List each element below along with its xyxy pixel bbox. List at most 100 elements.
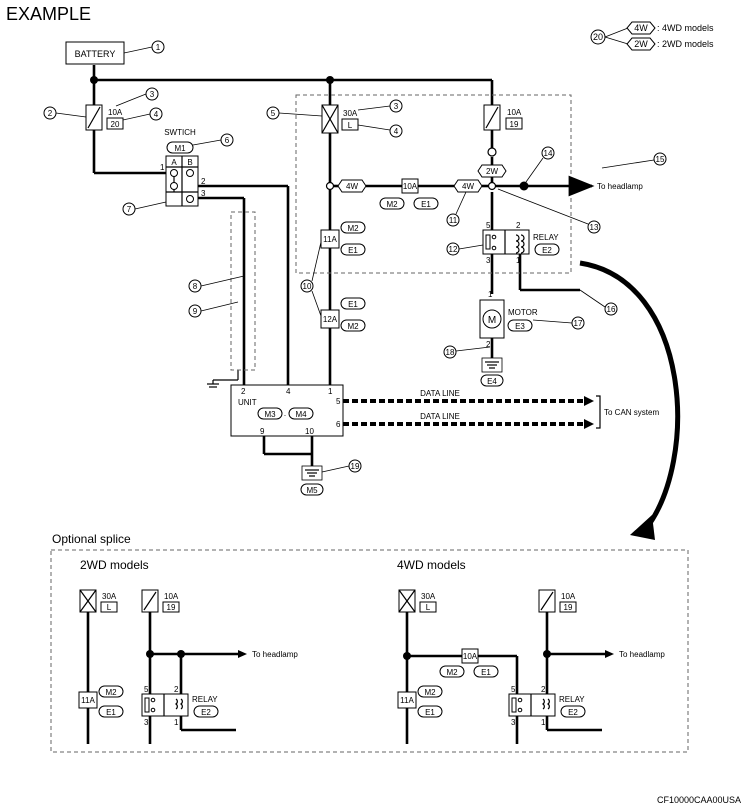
tag-2w: 2W (486, 167, 498, 176)
callouts: 1 2 3 4 5 3 4 6 7 8 9 10 11 (43, 40, 667, 473)
two-wd-m2: M2 (105, 688, 117, 697)
two-wd-11a: 11A (81, 696, 95, 705)
relay: 5 2 3 1 RELAY E2 (482, 221, 560, 265)
tag-4w-left: 4W (346, 182, 358, 191)
data-lines: DATA LINE DATA LINE To CAN system (343, 389, 659, 429)
switch: SWTICH M1 A B 1 2 3 (160, 128, 206, 207)
four-wd-fuse10-no: 19 (564, 603, 573, 612)
two-wd-pin1: 1 (174, 718, 179, 727)
four-wd-fuse30-amp: 30A (421, 592, 436, 601)
callout-4b: 4 (394, 127, 399, 136)
switch-col-a: A (171, 158, 177, 167)
callout-17: 17 (574, 319, 583, 328)
legend: 20 4W : 4WD models 2W : 2WD models (590, 21, 714, 51)
two-wd-fuse30-no: L (107, 603, 112, 612)
fuse-middle: 30A L (321, 104, 359, 134)
unit-label: UNIT (238, 398, 257, 407)
unit-pin1: 1 (328, 387, 333, 396)
unit-pin9: 9 (260, 427, 265, 436)
callout-3b: 3 (394, 102, 399, 111)
switch-title: SWTICH (164, 128, 196, 137)
fuse-left: 10A 20 (85, 104, 124, 131)
relay-pin3: 3 (486, 256, 491, 265)
legend-2w-text: : 2WD models (657, 39, 714, 49)
two-wd-relay: RELAY (192, 695, 218, 704)
tag-4w-right: 4W (462, 182, 474, 191)
splice-dots (90, 76, 529, 191)
switch-pin3: 3 (201, 189, 206, 198)
callout-14: 14 (544, 149, 553, 158)
two-wd-e2: E2 (201, 708, 211, 717)
two-wd-e1: E1 (106, 708, 116, 717)
four-wd-midfuse-e1: E1 (481, 668, 491, 677)
motor-pin1: 1 (488, 290, 493, 299)
four-wd-panel: 30A L 10A M2 E1 11A M2 E1 10A 19 (397, 589, 665, 744)
ground-e4: E4 (487, 377, 497, 386)
four-wd-pin3: 3 (511, 718, 516, 727)
four-wd-headlamp: To headlamp (619, 650, 665, 659)
two-wd-panel: 30A L 11A M2 E1 10A 19 To headlamp (78, 589, 298, 744)
page-title: EXAMPLE (6, 4, 92, 24)
callout-5: 5 (271, 109, 276, 118)
four-wd-11a: 11A (400, 696, 414, 705)
callout-19: 19 (351, 462, 360, 471)
motor-letter: M (488, 315, 496, 326)
two-wd-pin2: 2 (174, 685, 179, 694)
two-wd-fuse10-no: 19 (167, 603, 176, 612)
motor-pin2: 2 (486, 340, 491, 349)
callout-8: 8 (193, 282, 198, 291)
four-wd-e2: E2 (568, 708, 578, 717)
to-headlamp-label: To headlamp (597, 182, 643, 191)
unit-pin6: 6 (336, 420, 341, 429)
main-wiring (92, 65, 582, 466)
four-wd-midfuse: 10A (463, 652, 478, 661)
four-wd-m2: M2 (424, 688, 436, 697)
callout-3a: 3 (150, 90, 155, 99)
four-wd-pin1: 1 (541, 718, 546, 727)
control-unit: UNIT M3 . M4 2 4 1 5 6 9 10 (230, 384, 344, 437)
unit-sep: . (284, 409, 286, 418)
four-wd-title: 4WD models (397, 558, 466, 572)
callout-15: 15 (656, 155, 665, 164)
optional-splice-arrowhead (630, 515, 655, 540)
legend-4w-text: : 4WD models (657, 23, 714, 33)
switch-connector: M1 (174, 144, 186, 153)
splice-12a-m2: M2 (347, 322, 359, 331)
two-wd-title: 2WD models (80, 558, 149, 572)
switch-pin2: 2 (201, 177, 206, 186)
optional-splice-arrow (579, 260, 681, 532)
two-wd-pin5: 5 (144, 685, 149, 694)
four-wd-pin5: 5 (511, 685, 516, 694)
battery-label: BATTERY (75, 49, 116, 59)
fuse-left-amp: 10A (108, 108, 123, 117)
legend-2w-tag: 2W (634, 39, 648, 49)
data-line-1: DATA LINE (420, 389, 460, 398)
relay-pin1: 1 (516, 256, 521, 265)
splice-12a-e1: E1 (348, 300, 358, 309)
option-tags: 4W 4W 2W 10A M2 E1 (337, 164, 507, 210)
unit-conn-b: M4 (295, 410, 307, 419)
mid-fuse-conn-b: E1 (421, 200, 431, 209)
callout-9: 9 (193, 307, 198, 316)
four-wd-fuse30-no: L (426, 603, 431, 612)
splice-11a: 11A M2 E1 (320, 221, 366, 256)
two-wd-fuse30-amp: 30A (102, 592, 117, 601)
footer-code: CF10000CAA00USA (656, 795, 741, 805)
fuse-right-no: 19 (510, 120, 519, 129)
ground-m5-label: M5 (306, 486, 318, 495)
callout-13: 13 (590, 223, 599, 232)
fuse-right-amp: 10A (507, 108, 522, 117)
callout-18: 18 (446, 348, 455, 357)
unit-pin10: 10 (305, 427, 314, 436)
fuse-mid-no: L (348, 121, 353, 130)
four-wd-fuse10-amp: 10A (561, 592, 576, 601)
unit-pin2: 2 (241, 387, 246, 396)
relay-pin5: 5 (486, 221, 491, 230)
two-wd-headlamp: To headlamp (252, 650, 298, 659)
two-wd-fuse10-amp: 10A (164, 592, 179, 601)
data-line-2: DATA LINE (420, 412, 460, 421)
callout-12: 12 (449, 245, 458, 254)
ground-m5: M5 (300, 465, 324, 496)
